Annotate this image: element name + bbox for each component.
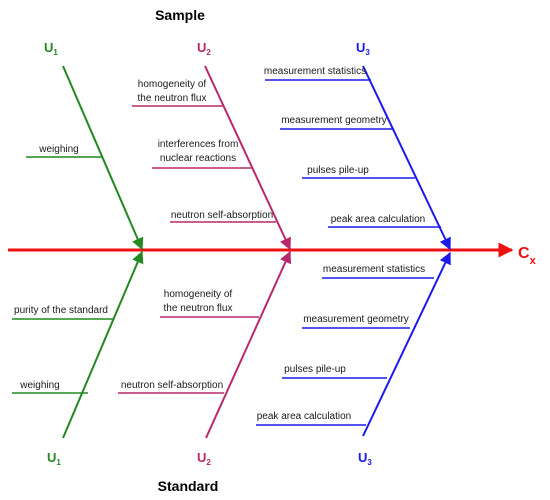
cause-homogeneity-standard-line2: the neutron flux <box>164 303 233 314</box>
u2-sample-bone <box>204 65 291 251</box>
u2-sample-label: U2 <box>197 40 211 57</box>
u1-sample-label: U1 <box>44 40 58 57</box>
sample-heading: Sample <box>155 7 205 23</box>
u2-standard-label: U2 <box>197 450 211 467</box>
cause-weighing-standard: weighing <box>19 380 59 391</box>
u1-standard-label: U1 <box>47 450 61 467</box>
category-u2-sample: U2 homogeneity of the neutron flux inter… <box>132 40 291 251</box>
cause-purity-of-standard: purity of the standard <box>14 305 108 316</box>
cause-measurement-statistics-standard: measurement statistics <box>323 264 425 275</box>
cause-measurement-geometry-sample: measurement geometry <box>281 115 387 126</box>
cause-pulses-pile-up-standard: pulses pile-up <box>284 364 346 375</box>
cause-peak-area-standard: peak area calculation <box>257 411 352 422</box>
category-u2-standard: U2 homogeneity of the neutron flux neutr… <box>118 250 292 467</box>
cause-measurement-statistics-sample: measurement statistics <box>264 66 366 77</box>
cause-measurement-geometry-standard: measurement geometry <box>303 314 409 325</box>
u3-sample-bone <box>362 65 451 251</box>
cause-weighing-sample: weighing <box>38 144 78 155</box>
cause-homogeneity-sample-line2: the neutron flux <box>138 93 207 104</box>
u1-standard-bone <box>62 250 144 439</box>
cause-peak-area-sample: peak area calculation <box>331 214 426 225</box>
cause-interferences-line2: nuclear reactions <box>160 153 236 164</box>
standard-heading: Standard <box>158 478 219 494</box>
cause-interferences-line1: interferences from <box>158 139 239 150</box>
u3-sample-label: U3 <box>356 40 370 57</box>
effect-cx-label: Cx <box>518 245 537 267</box>
u3-standard-bone <box>362 251 451 437</box>
cause-self-absorption-standard: neutron self-absorption <box>121 380 223 391</box>
category-u1-standard: U1 purity of the standard weighing <box>12 250 144 467</box>
cause-pulses-pile-up-sample: pulses pile-up <box>307 165 369 176</box>
u3-standard-label: U3 <box>358 450 372 467</box>
cause-self-absorption-sample: neutron self-absorption <box>171 210 273 221</box>
category-u1-sample: U1 weighing <box>26 40 144 251</box>
category-u3-standard: U3 measurement statistics measurement ge… <box>256 251 451 467</box>
cause-homogeneity-standard-line1: homogeneity of <box>164 289 233 300</box>
u2-standard-bone <box>205 250 292 439</box>
cause-homogeneity-sample-line1: homogeneity of <box>138 79 207 90</box>
category-u3-sample: U3 measurement statistics measurement ge… <box>264 40 451 251</box>
